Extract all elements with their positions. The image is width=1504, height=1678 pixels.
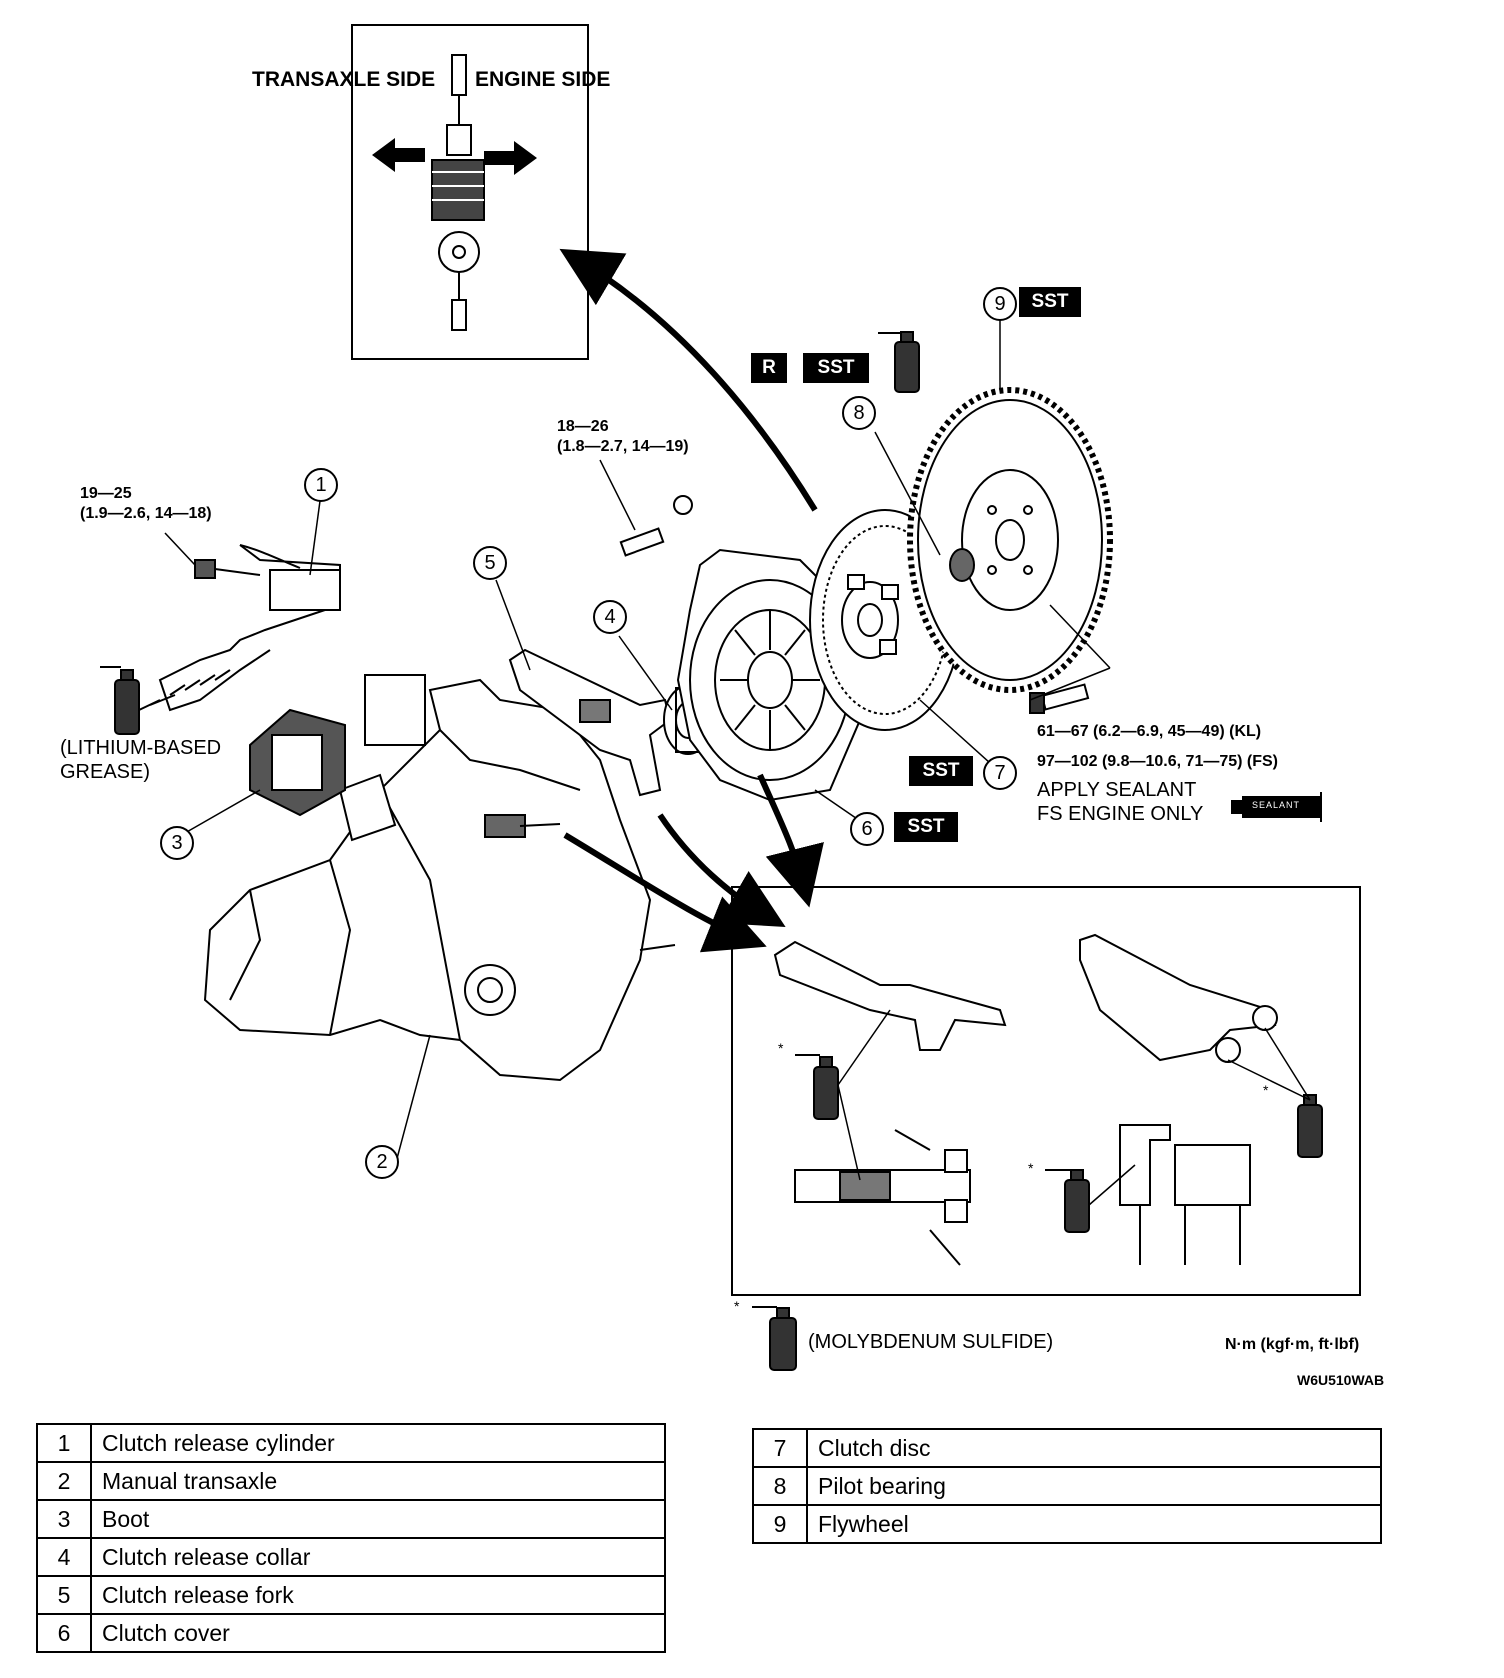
torque-flywheel-kl: 61—67 (6.2—6.9, 45—49) (KL) <box>1037 723 1262 740</box>
part-name: Pilot bearing <box>806 1466 1382 1506</box>
part-name: Clutch release fork <box>90 1575 666 1615</box>
sealant-note-line2: FS ENGINE ONLY <box>1037 803 1204 825</box>
callout-1: 1 <box>304 468 338 502</box>
moly-can-icon-a <box>795 1054 839 1120</box>
part-name: Manual transaxle <box>90 1461 666 1501</box>
part-name: Clutch release cylinder <box>90 1423 666 1463</box>
curved-arrow-to-inset <box>559 248 818 512</box>
leader-lines <box>164 320 1111 1167</box>
callout-2: 2 <box>365 1145 399 1179</box>
shaft-detail-drawing <box>794 1129 971 1266</box>
pilot-bearing-drawing <box>949 548 975 582</box>
sst-badge-pilot-bearing: SST <box>803 353 869 383</box>
manual-transaxle-drawing <box>203 674 676 1082</box>
release-fork-drawing <box>508 648 672 797</box>
callout-6: 6 <box>850 812 884 846</box>
part-number: 9 <box>752 1504 808 1544</box>
sst-badge-clutch-disc: SST <box>909 756 973 786</box>
release-collar-orientation-icon <box>431 54 485 331</box>
collar-detail-drawing <box>1119 1124 1251 1265</box>
part-name: Clutch cover <box>90 1613 666 1653</box>
part-name: Clutch release collar <box>90 1537 666 1577</box>
callout-4: 4 <box>593 600 627 634</box>
part-number: 7 <box>752 1428 808 1468</box>
arrow-right-icon <box>484 141 537 175</box>
part-number: 1 <box>36 1423 92 1463</box>
part-name: Boot <box>90 1499 666 1539</box>
grease-note-line2: GREASE) <box>60 761 151 783</box>
callout-5: 5 <box>473 546 507 580</box>
callout-8: 8 <box>842 396 876 430</box>
fork-detail-drawing <box>773 933 1278 1063</box>
asterisk-legend: * <box>734 1298 740 1314</box>
sealant-note-line1: APPLY SEALANT <box>1037 779 1197 801</box>
cover-bolt-drawing <box>619 495 693 557</box>
asterisk-c: * <box>1028 1160 1034 1176</box>
moly-legend-can-icon <box>752 1306 797 1371</box>
torque-flywheel-fs: 97—102 (9.8—10.6, 71—75) (FS) <box>1037 753 1279 770</box>
arrow-collar-to-inset <box>757 773 824 908</box>
sealant-tube-icon <box>1231 792 1322 822</box>
moly-can-icon-c <box>1045 1169 1090 1233</box>
grease-note-line1: (LITHIUM-BASED <box>60 737 222 759</box>
torque-cover-bolt-line2: (1.8—2.7, 14—19) <box>557 438 689 455</box>
part-name: Clutch disc <box>806 1428 1382 1468</box>
transaxle-side-label: TRANSAXLE SIDE <box>252 68 436 91</box>
boot-drawing <box>249 708 346 817</box>
part-number: 6 <box>36 1613 92 1653</box>
asterisk-b: * <box>1263 1082 1269 1098</box>
molybdenum-note: (MOLYBDENUM SULFIDE) <box>808 1331 1054 1353</box>
torque-release-cylinder-line2: (1.9—2.6, 14—18) <box>80 505 212 522</box>
sealant-tube-label: SEALANT <box>1252 800 1301 810</box>
part-number: 2 <box>36 1461 92 1501</box>
inset-frame-bottom <box>731 886 1361 1296</box>
inset-leader-lines <box>837 1009 1311 1206</box>
moly-can-icon-b <box>1297 1094 1323 1158</box>
grease-can-icon <box>100 666 140 735</box>
part-number: 5 <box>36 1575 92 1615</box>
engine-side-label: ENGINE SIDE <box>475 68 611 91</box>
part-number: 4 <box>36 1537 92 1577</box>
sst-grease-can-icon <box>878 331 920 393</box>
asterisk-a: * <box>778 1040 784 1056</box>
callout-3: 3 <box>160 826 194 860</box>
r-badge: R <box>751 353 787 383</box>
sst-badge-flywheel: SST <box>1019 287 1081 317</box>
sst-badge-clutch-cover: SST <box>894 812 958 842</box>
part-number: 3 <box>36 1499 92 1539</box>
callout-7: 7 <box>983 756 1017 790</box>
callout-9: 9 <box>983 287 1017 321</box>
part-name: Flywheel <box>806 1504 1382 1544</box>
torque-units: N·m (kgf·m, ft·lbf) <box>1225 1336 1360 1353</box>
release-cylinder-drawing <box>149 544 341 712</box>
torque-cover-bolt-line1: 18—26 <box>557 418 609 435</box>
torque-release-cylinder-line1: 19—25 <box>80 485 132 502</box>
inset-frame-top <box>351 24 589 360</box>
diagram-code: W6U510WAB <box>1297 1372 1385 1388</box>
flywheel-drawing <box>907 387 1113 693</box>
arrow-left-icon <box>372 138 425 172</box>
part-number: 8 <box>752 1466 808 1506</box>
